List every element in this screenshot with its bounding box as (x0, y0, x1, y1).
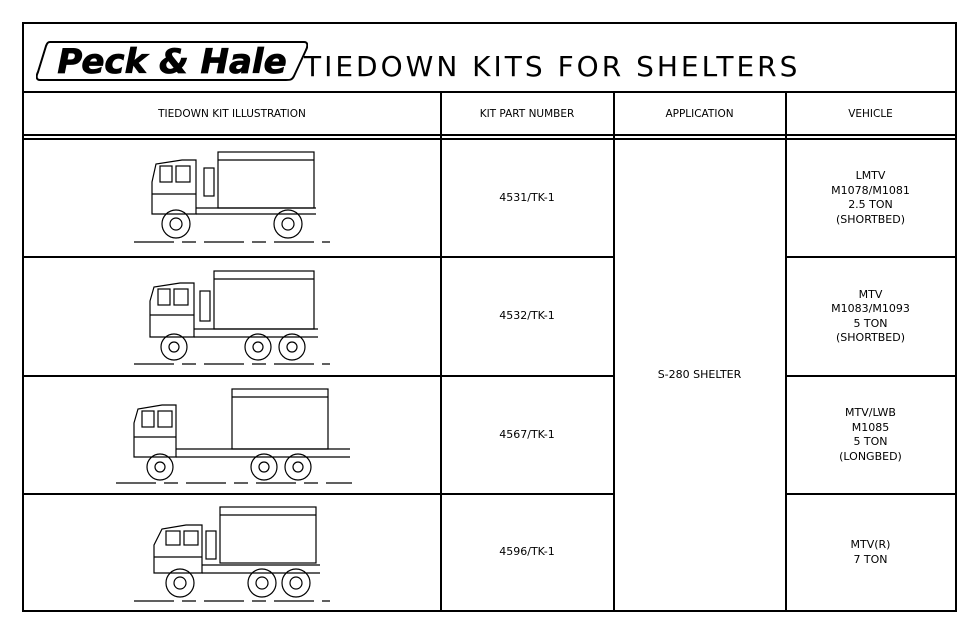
truck-4x4-shortbed-icon (134, 151, 330, 243)
col-header-part-number: KIT PART NUMBER (479, 108, 575, 120)
vehicle-line: M1078/M1081 (831, 183, 910, 197)
vehicle-line: (LONGBED) (839, 449, 902, 463)
column-divider (440, 91, 442, 610)
col-header-application: APPLICATION (665, 108, 734, 120)
vehicle-line: MTV/LWB (845, 406, 896, 419)
vehicle-cell: MTV M1083/M1093 5 TON (SHORTBED) (786, 258, 955, 375)
vehicle-line: (SHORTBED) (835, 331, 906, 344)
truck-6x6-shortbed-icon (134, 270, 330, 365)
column-divider (613, 91, 615, 610)
page-title: TIEDOWN KITS FOR SHELTERS (304, 50, 801, 83)
col-header-vehicle: VEHICLE (848, 108, 893, 120)
vehicle-line: 7 TON (853, 552, 888, 566)
peck-and-hale-logo: Peck & Hale (36, 41, 308, 82)
vehicle-cell: LMTV M1078/M1081 2.5 TON (SHORTBED) (786, 140, 955, 256)
application-cell: S-280 SHELTER (657, 367, 742, 381)
header-rule (24, 134, 955, 136)
vehicle-cell: MTV/LWB M1085 5 TON (LONGBED) (786, 377, 955, 493)
row-divider (785, 375, 955, 377)
vehicle-line: LMTV (855, 169, 886, 182)
brand-text: Peck & Hale (57, 42, 286, 82)
vehicle-line: MTV(R) (850, 538, 891, 551)
column-divider (785, 91, 787, 610)
row-divider (785, 256, 955, 258)
kit-table: TIEDOWN KIT ILLUSTRATION KIT PART NUMBER… (24, 91, 955, 610)
part-number-cell: 4596/TK-1 (499, 545, 555, 559)
header: Peck & Hale TIEDOWN KITS FOR SHELTERS (24, 24, 955, 93)
vehicle-line: M1083/M1093 (831, 302, 910, 315)
row-divider (24, 493, 614, 495)
row-divider (24, 375, 614, 377)
row-divider (24, 256, 614, 258)
document-sheet: Peck & Hale TIEDOWN KITS FOR SHELTERS TI… (22, 22, 957, 612)
part-number-cell: 4531/TK-1 (499, 190, 555, 204)
truck-6x6-recovery-icon (134, 506, 330, 602)
row-divider (785, 493, 955, 495)
vehicle-line: MTV (858, 287, 883, 301)
part-number-cell: 4567/TK-1 (499, 427, 555, 441)
vehicle-line: 5 TON (853, 316, 888, 330)
header-rule (24, 138, 955, 140)
col-header-illustration: TIEDOWN KIT ILLUSTRATION (158, 108, 306, 120)
vehicle-line: M1085 (851, 420, 890, 434)
part-number-cell: 4532/TK-1 (499, 309, 555, 323)
truck-6x6-longbed-icon (116, 388, 352, 484)
vehicle-line: 5 TON (853, 435, 888, 448)
vehicle-line: 2.5 TON (848, 198, 893, 211)
vehicle-cell: MTV(R) 7 TON (786, 495, 955, 610)
vehicle-line: (SHORTBED) (835, 212, 906, 226)
